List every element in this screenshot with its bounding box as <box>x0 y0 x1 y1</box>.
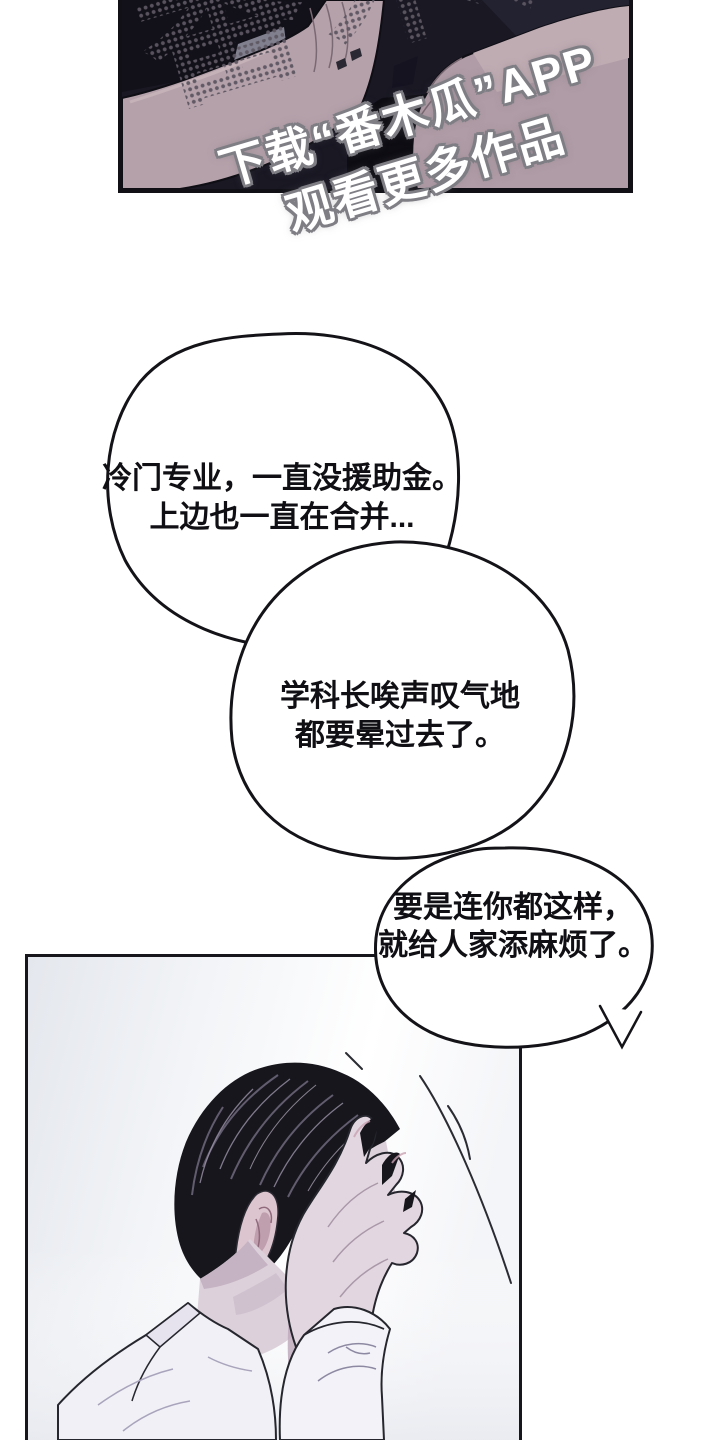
hand-covering-face <box>284 1114 424 1352</box>
left-arm-and-hand <box>122 0 386 189</box>
panel-top-art <box>122 0 629 189</box>
speech-bubble-1 <box>106 332 460 650</box>
bubble-2-line-1: 学科长唉声叹气地 <box>280 680 520 713</box>
motion-lines <box>345 1052 512 1284</box>
panel-top-hands: 番木瓜 <box>118 0 633 193</box>
bubble-2-line-2: 都要晕过去了。 <box>295 719 505 752</box>
panel-bottom-figure <box>25 954 522 1440</box>
speech-bubble-2-text: 学科长唉声叹气地 都要晕过去了。 <box>250 677 550 755</box>
speech-bubble-tail-fill <box>600 1006 641 1047</box>
speech-bubble-tail <box>598 1004 643 1050</box>
shirt <box>57 1302 277 1440</box>
speech-bubble-2 <box>229 540 576 860</box>
sleeve <box>278 1306 391 1440</box>
bubble-1-line-2: 上边也一直在合并... <box>149 501 415 534</box>
right-arm-and-hand <box>392 4 629 189</box>
bubble-1-line-1: 冷门专业，一直没援助金。 <box>102 462 462 495</box>
speech-bubble-1-text: 冷门专业，一直没援助金。 上边也一直在合并... <box>72 459 492 537</box>
finger-gaps <box>360 1117 416 1212</box>
bubble-3-line-1: 要是连你都这样， <box>393 891 633 924</box>
panel-bottom-art <box>28 957 519 1440</box>
hair <box>174 1062 400 1293</box>
